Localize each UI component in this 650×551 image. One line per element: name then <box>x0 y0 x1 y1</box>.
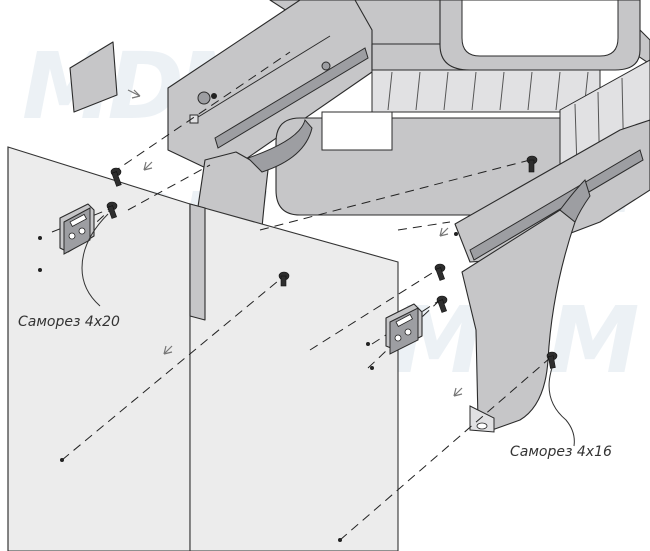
front-panel <box>7 146 399 551</box>
rail-rivet <box>211 93 217 99</box>
leader-4x16 <box>548 367 575 447</box>
rail-rivet-2 <box>321 61 331 71</box>
direction-arrows <box>143 161 463 397</box>
pullout-frame <box>167 0 650 433</box>
left-rail-slot <box>214 47 369 149</box>
left-screws <box>60 167 290 462</box>
right-bracket-foot <box>469 405 495 433</box>
basket-ribbed-wall <box>371 69 601 113</box>
alignment-lines <box>51 51 551 541</box>
front-panel-middle <box>189 203 399 551</box>
right-bracket-arm <box>559 179 591 223</box>
right-rail <box>454 119 650 263</box>
right-hinge-bracket <box>366 303 423 370</box>
panel-hole <box>60 458 64 462</box>
label-plate <box>69 41 118 113</box>
screw-4x20-icon-2 <box>106 201 118 219</box>
screw-4x20-icon <box>110 167 122 187</box>
bracket-overlap <box>189 203 206 321</box>
left-rail-edge <box>189 35 331 123</box>
screw-right-1-icon <box>434 263 446 281</box>
screw-icon-panel <box>278 271 290 287</box>
right-screws <box>338 155 558 542</box>
plate-arrow <box>127 89 141 99</box>
rail-clip <box>189 114 199 124</box>
rail-roller <box>197 91 211 105</box>
screw-4x16-icon <box>546 351 558 369</box>
screw-basket-icon <box>526 155 538 173</box>
leader-4x20 <box>81 213 109 307</box>
left-hinge-bracket <box>38 203 95 272</box>
label-screw-4x16: Саморез 4х16 <box>510 444 612 460</box>
right-bracket-foot-hole <box>476 422 488 430</box>
front-panel-left-face <box>7 146 191 551</box>
basket-rear-opening <box>461 0 619 57</box>
basket-center-opening <box>321 111 393 151</box>
panel-hole-right <box>338 538 342 542</box>
left-bracket-arm <box>247 118 313 173</box>
screw-right-2-icon <box>436 295 448 313</box>
label-screw-4x20: Саморез 4х20 <box>18 314 120 330</box>
